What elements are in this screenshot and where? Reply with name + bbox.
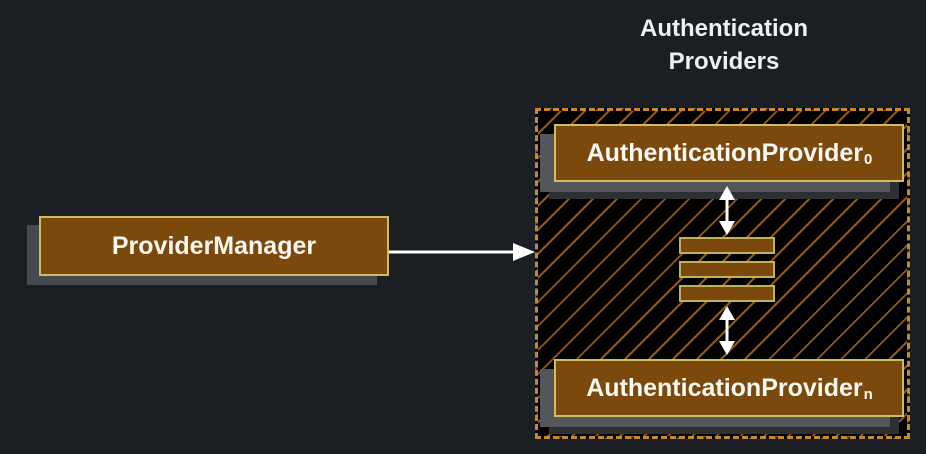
group-title-line1: Authentication [640,15,808,42]
provider-manager-box: ProviderManager [39,216,389,276]
arrow-providermanager-to-group [389,243,535,261]
provider-manager-label: ProviderManager [111,231,317,260]
stack-bar [679,237,775,254]
group-title-line2: Providers [668,48,780,75]
provider-stack [679,237,775,309]
group-title: Authentication Providers [535,12,913,78]
stack-bar [679,261,775,278]
authentication-provider-n-label: AuthenticationProvider [586,373,863,402]
stack-bar [679,285,775,302]
authentication-provider-0-label: AuthenticationProvider [586,138,864,167]
